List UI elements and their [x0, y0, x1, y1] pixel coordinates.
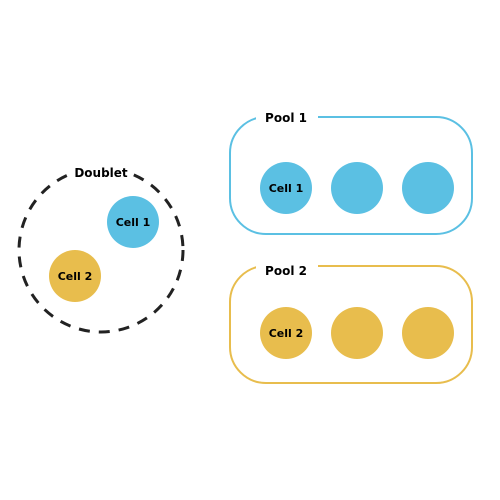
pool1-cell-1-label: Cell 1	[269, 182, 304, 195]
pool2-container	[229, 265, 473, 384]
pool2-cell-2	[331, 307, 383, 359]
pool1-cell-2	[331, 162, 383, 214]
doublet-cell-1	[107, 196, 159, 248]
doublet-label-backdrop	[70, 162, 132, 182]
doublet-cell-1-label: Cell 1	[116, 216, 151, 229]
pool1-label-backdrop	[256, 108, 318, 128]
pool2-group: Pool 2 Cell 2	[229, 258, 473, 384]
pool2-label-backdrop	[256, 258, 318, 278]
pool2-cell-1	[260, 307, 312, 359]
doublet-label: Doublet	[74, 166, 128, 180]
doublet-group: Doublet Cell 1 Cell 2	[17, 162, 185, 334]
pool1-container	[229, 116, 473, 235]
pool1-label: Pool 1	[265, 111, 307, 125]
pool1-cell-3	[402, 162, 454, 214]
pool2-cell-3	[402, 307, 454, 359]
doublet-cell-2-label: Cell 2	[58, 270, 93, 283]
pool2-label: Pool 2	[265, 264, 307, 278]
pool1-group: Pool 1 Cell 1	[229, 108, 473, 235]
pool1-cell-1	[260, 162, 312, 214]
doublet-dashed-boundary	[17, 166, 185, 334]
doublet-cell-2	[49, 250, 101, 302]
pool2-cell-1-label: Cell 2	[269, 327, 304, 340]
